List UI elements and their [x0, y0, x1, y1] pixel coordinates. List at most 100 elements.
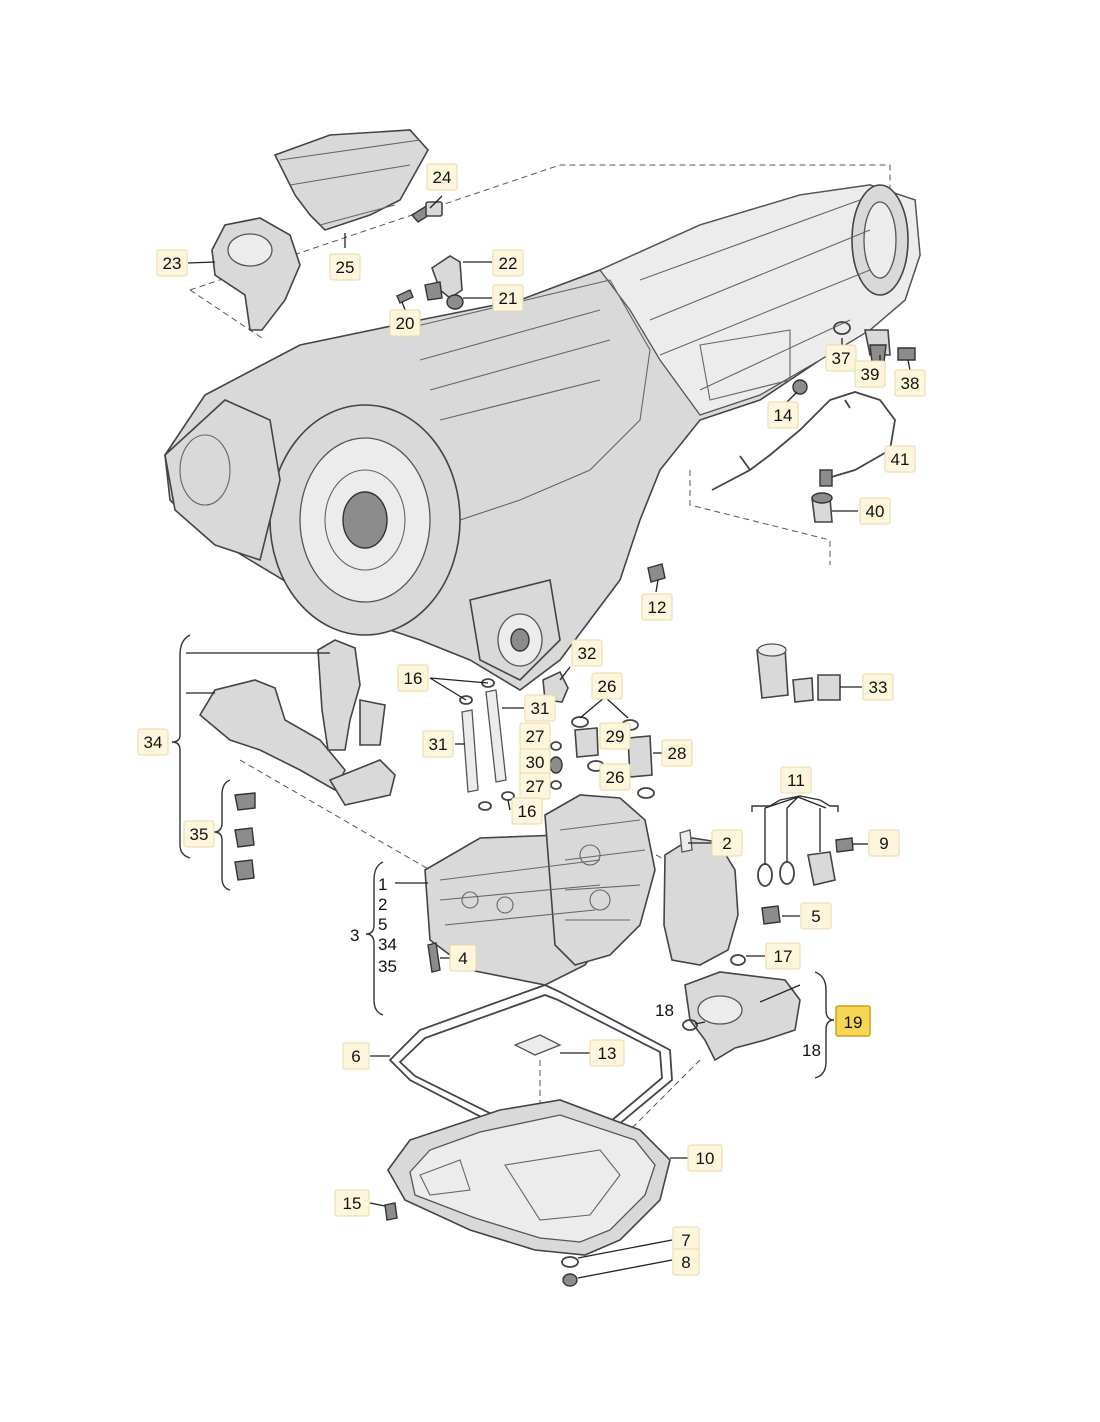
- svg-text:26: 26: [606, 768, 625, 787]
- svg-text:14: 14: [774, 406, 793, 425]
- svg-text:31: 31: [531, 699, 550, 718]
- svg-text:27: 27: [526, 727, 545, 746]
- callout-32[interactable]: 32: [571, 639, 603, 667]
- svg-text:28: 28: [668, 744, 687, 763]
- callout-27-bottom[interactable]: 27: [519, 772, 551, 800]
- callout-28[interactable]: 28: [661, 739, 693, 767]
- callout-33[interactable]: 33: [862, 673, 894, 701]
- callout-37[interactable]: 37: [825, 344, 857, 372]
- label-5: 5: [378, 915, 387, 934]
- sensor-39-part: [864, 329, 891, 363]
- svg-text:16: 16: [518, 802, 537, 821]
- callout-26-bottom[interactable]: 26: [599, 763, 631, 791]
- callout-2[interactable]: 2: [711, 829, 743, 857]
- callout-20[interactable]: 20: [389, 309, 421, 337]
- callout-38[interactable]: 38: [894, 369, 926, 397]
- drain-seal-7-8-part: [561, 1256, 579, 1287]
- callout-6[interactable]: 6: [342, 1042, 370, 1070]
- gasket-6-part: [388, 984, 673, 1151]
- callout-8[interactable]: 8: [672, 1248, 700, 1276]
- svg-text:35: 35: [190, 825, 209, 844]
- callout-30[interactable]: 30: [519, 748, 551, 776]
- switch-40-part: [811, 492, 833, 523]
- svg-text:25: 25: [336, 258, 355, 277]
- svg-text:17: 17: [774, 947, 793, 966]
- svg-text:23: 23: [163, 254, 182, 273]
- damper-33-part: [756, 643, 841, 703]
- svg-text:37: 37: [832, 349, 851, 368]
- svg-text:19: 19: [844, 1013, 863, 1032]
- plug-12-part: [647, 563, 666, 583]
- selector-assembly-34-part: [198, 639, 396, 806]
- svg-text:11: 11: [787, 771, 805, 790]
- drain-plug-15-part: [384, 1202, 398, 1221]
- callout-24[interactable]: 24: [426, 163, 458, 191]
- magnet-13-part: [513, 1034, 562, 1056]
- transmission-housing: [164, 184, 921, 691]
- svg-text:30: 30: [526, 753, 545, 772]
- oil-pan-10-part: [387, 1099, 671, 1256]
- svg-text:40: 40: [866, 502, 885, 521]
- callout-35[interactable]: 35: [183, 820, 215, 848]
- callout-12[interactable]: 12: [641, 593, 673, 621]
- callout-15[interactable]: 15: [334, 1189, 370, 1217]
- svg-text:32: 32: [578, 644, 597, 663]
- callout-34[interactable]: 34: [137, 728, 169, 756]
- callout-31-left[interactable]: 31: [422, 730, 454, 758]
- tube-31-left-part: [461, 709, 479, 793]
- svg-text:29: 29: [606, 727, 625, 746]
- callout-14[interactable]: 14: [767, 401, 799, 429]
- callout-16-top[interactable]: 16: [397, 664, 429, 692]
- svg-text:12: 12: [648, 598, 667, 617]
- callout-13[interactable]: 13: [589, 1039, 625, 1067]
- callout-21[interactable]: 21: [492, 284, 524, 312]
- svg-text:2: 2: [722, 834, 731, 853]
- leader-lines: [186, 195, 911, 1279]
- svg-text:16: 16: [404, 669, 423, 688]
- svg-text:8: 8: [681, 1253, 690, 1272]
- label-3: 3: [350, 926, 359, 945]
- svg-text:21: 21: [499, 289, 518, 308]
- label-35: 35: [378, 957, 397, 976]
- bolt-9-part: [835, 837, 854, 853]
- callout-41[interactable]: 41: [884, 445, 916, 473]
- pin-20-part: [396, 289, 414, 304]
- callout-26-top[interactable]: 26: [591, 672, 623, 700]
- tube-31-right-part: [485, 689, 507, 783]
- callout-31-right[interactable]: 31: [524, 694, 556, 722]
- callout-27-top[interactable]: 27: [519, 722, 551, 750]
- bracket-22-part: [424, 255, 463, 301]
- heat-shield-part: [273, 129, 429, 231]
- callout-4[interactable]: 4: [449, 944, 477, 972]
- callout-7[interactable]: 7: [672, 1226, 700, 1254]
- bolts-35-part: [234, 792, 256, 881]
- bolt-24-part: [410, 201, 443, 223]
- callout-25[interactable]: 25: [329, 253, 361, 281]
- callout-40[interactable]: 40: [859, 497, 891, 525]
- svg-text:33: 33: [869, 678, 888, 697]
- callout-16-bottom[interactable]: 16: [511, 797, 543, 825]
- svg-text:41: 41: [891, 450, 910, 469]
- callout-29[interactable]: 29: [599, 722, 631, 750]
- svg-text:26: 26: [598, 677, 617, 696]
- callout-10[interactable]: 10: [687, 1144, 723, 1172]
- svg-text:22: 22: [499, 254, 518, 273]
- label-1: 1: [378, 875, 387, 894]
- callout-22[interactable]: 22: [492, 249, 524, 277]
- callout-17[interactable]: 17: [765, 942, 801, 970]
- svg-text:27: 27: [526, 777, 545, 796]
- callouts: 24 23 25 22 21 20 37 39 38 14 41 40 12 3…: [137, 163, 926, 1276]
- svg-text:10: 10: [696, 1149, 715, 1168]
- label-18-right: 18: [802, 1041, 821, 1060]
- seals-11-part: [757, 851, 836, 887]
- callout-19-highlighted[interactable]: 19: [835, 1005, 871, 1037]
- callout-23[interactable]: 23: [156, 249, 188, 277]
- plug-14-part: [792, 379, 808, 395]
- svg-text:20: 20: [396, 314, 415, 333]
- callout-9[interactable]: 9: [868, 829, 900, 857]
- callout-11[interactable]: 11: [780, 766, 812, 794]
- callout-5[interactable]: 5: [800, 902, 832, 930]
- svg-text:31: 31: [429, 735, 448, 754]
- callout-39[interactable]: 39: [854, 360, 886, 388]
